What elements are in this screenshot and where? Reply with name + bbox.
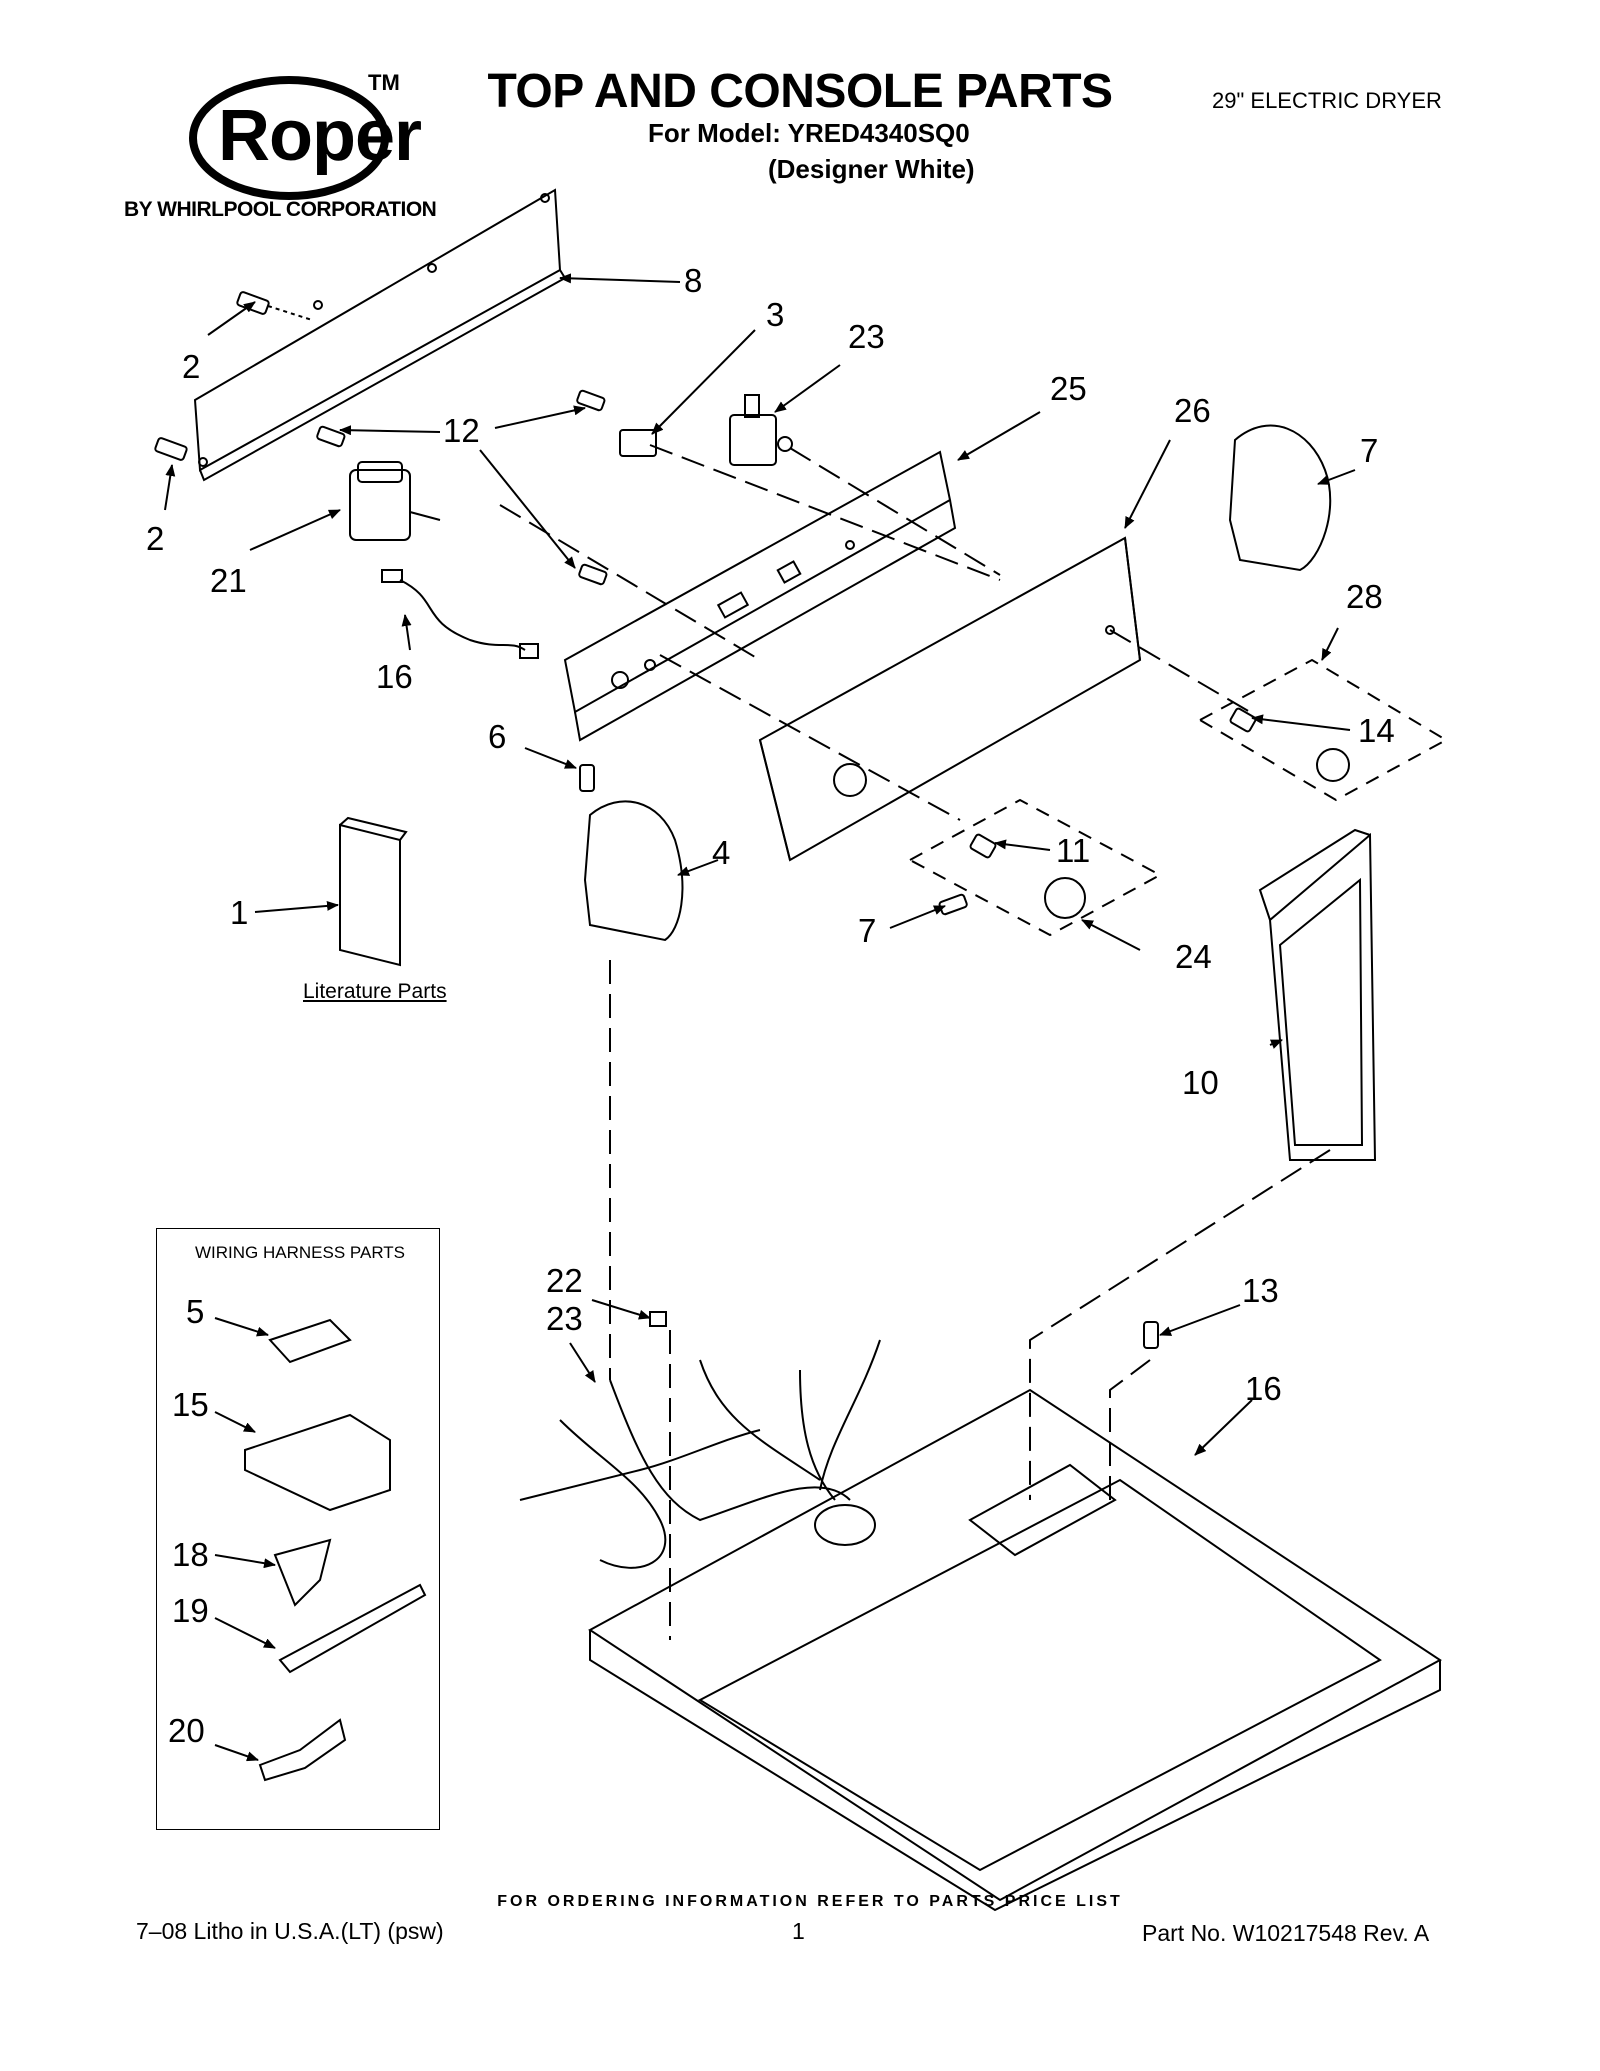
part-4-end-cap [583, 800, 684, 942]
part-13-screw [1143, 1321, 1159, 1349]
part-14-knob-insert [1229, 707, 1257, 733]
callout-20: 20 [168, 1712, 205, 1749]
callout-19: 19 [172, 1592, 209, 1629]
trademark-mark: TM [368, 70, 400, 95]
part-12-screw-b [576, 389, 606, 412]
part-26-console-rail [563, 450, 957, 742]
litho-note: 7–08 Litho in U.S.A.(LT) (psw) [136, 1918, 444, 1944]
part-6-screw [579, 764, 595, 792]
part-17-harness [381, 569, 539, 659]
brand-logo-text: Roper [218, 96, 422, 176]
part-12-screw-a [316, 425, 346, 448]
part-number: Part No. W10217548 Rev. A [1142, 1920, 1430, 1946]
callout-2-lower: 2 [146, 520, 165, 557]
callout-11: 11 [1056, 832, 1091, 869]
part-22-clip [649, 1311, 667, 1327]
callout-21: 21 [210, 562, 247, 599]
brand-byline: BY WHIRLPOOL CORPORATION [124, 198, 437, 221]
color-line: (Designer White) [768, 154, 975, 184]
part-10-lint-screen [1258, 828, 1377, 1161]
part-24-switch [729, 394, 793, 466]
callout-12: 12 [443, 412, 480, 449]
part-9-bracket [193, 188, 567, 482]
callout-9: 8 [684, 262, 703, 299]
part-27-console-panel [758, 536, 1142, 862]
wiring-harness-parts-box: WIRING HARNESS PARTS [156, 1228, 440, 1830]
callout-10: 10 [1182, 1064, 1219, 1101]
callout-7: 7 [858, 912, 877, 949]
callout-18: 18 [172, 1536, 209, 1573]
part-16-dryer-top [588, 1388, 1442, 1912]
callout-22: 22 [546, 1262, 583, 1299]
callout-4: 4 [712, 834, 731, 871]
callout-1: 1 [230, 894, 249, 931]
page-number: 1 [792, 1918, 805, 1944]
literature-parts-label: Literature Parts [303, 980, 447, 1003]
part-28-knob [1316, 748, 1350, 782]
callout-24: 23 [848, 318, 885, 355]
callout-16: 16 [1245, 1370, 1282, 1407]
callout-5: 5 [186, 1293, 205, 1330]
callout-28: 28 [1346, 578, 1383, 615]
callout-15: 15 [172, 1386, 209, 1423]
part-28-knob-box [1197, 658, 1449, 802]
part-7-screw [938, 893, 968, 916]
part-1-literature [339, 816, 408, 967]
model-line: For Model: YRED4340SQ0 [648, 118, 970, 148]
callout-2-upper: 2 [182, 348, 201, 385]
part-3-component [619, 429, 657, 457]
brand-logo [189, 76, 389, 200]
callout-6: 6 [488, 718, 507, 755]
product-type: 29" ELECTRIC DRYER [1212, 88, 1442, 113]
part-21-timer [349, 461, 441, 541]
callout-25: 24 [1175, 938, 1212, 975]
callout-27: 26 [1174, 392, 1211, 429]
page-title: TOP AND CONSOLE PARTS [487, 65, 1113, 118]
part-23-harness [519, 1339, 881, 1569]
callout-26: 25 [1050, 370, 1087, 407]
part-2-screw-lower [154, 437, 188, 461]
callout-13: 13 [1242, 1272, 1279, 1309]
part-25-knob [1044, 877, 1086, 919]
part-19-tie [278, 1583, 427, 1674]
part-20-terminal [258, 1718, 347, 1782]
wiring-harness-parts-title: WIRING HARNESS PARTS [195, 1243, 406, 1262]
callout-17: 16 [376, 658, 413, 695]
callout-23: 23 [546, 1300, 583, 1337]
part-11-knob-insert [969, 833, 997, 859]
callout-3: 3 [766, 296, 785, 333]
part-25-knob-box [907, 798, 1163, 937]
callout-14: 14 [1358, 712, 1395, 749]
part-12-screw-c [578, 563, 608, 586]
part-18-clip [273, 1538, 332, 1607]
part-5-connector [268, 1318, 352, 1364]
part-15-connector-block [244, 1413, 391, 1512]
part-2-screw-upper [236, 291, 313, 321]
ordering-note: FOR ORDERING INFORMATION REFER TO PARTS … [497, 1893, 1123, 1910]
callout-8: 7 [1360, 432, 1379, 469]
part-8-end-cap [1228, 424, 1332, 572]
